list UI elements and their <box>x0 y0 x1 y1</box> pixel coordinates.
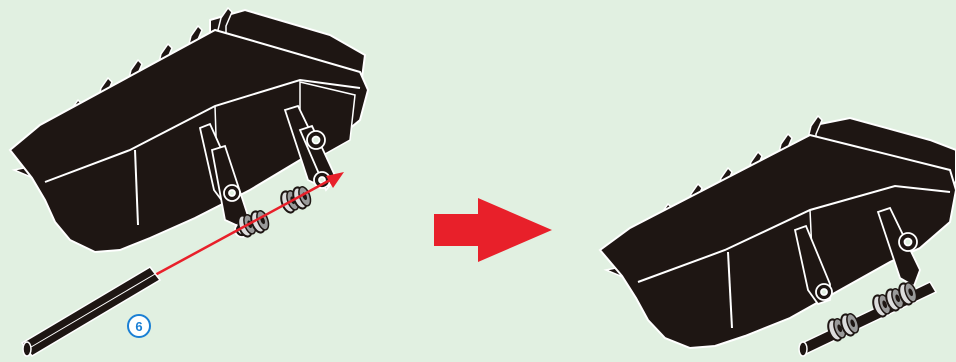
arrow-right-icon <box>434 198 552 262</box>
bucket-after <box>600 116 956 356</box>
pin-part <box>22 267 160 356</box>
part-number-label: 6 <box>128 315 150 337</box>
part-number-text: 6 <box>135 319 142 334</box>
bucket-before <box>10 8 368 252</box>
